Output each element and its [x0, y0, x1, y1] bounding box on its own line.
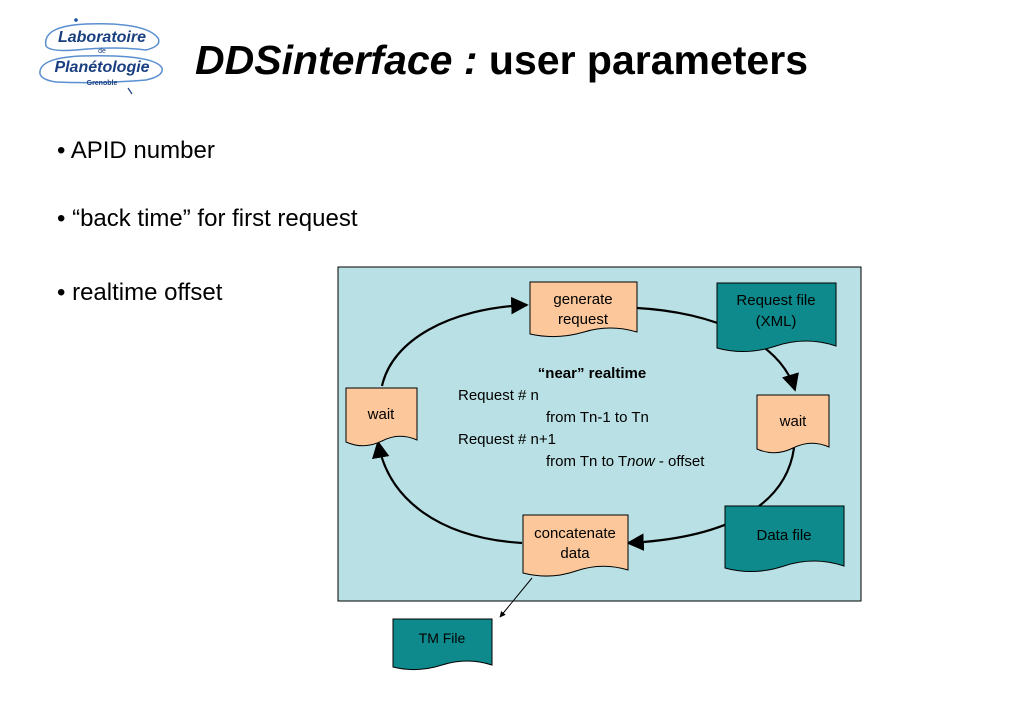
process-concatenate-data: concatenate data [522, 514, 629, 577]
request-file-label-line1: Request file [736, 292, 815, 309]
laboratoire-planetologie-logo: Laboratoire de Planétologie Grenoble [39, 18, 163, 95]
concatenate-label-line2: data [560, 545, 590, 562]
page-title: DDSinterface : user parameters [195, 40, 808, 81]
center-line4-italic: now [627, 453, 656, 470]
logo-line-planetologie: Planétologie [54, 59, 149, 76]
logo-line-laboratoire: Laboratoire [58, 29, 146, 46]
center-line-from-tn1: from Tn-1 to Tn [546, 409, 649, 426]
concatenate-label-line1: concatenate [534, 525, 616, 542]
title-plain-part: user parameters [488, 37, 808, 83]
bullet-back-time: • “back time” for first request [57, 205, 358, 232]
center-line-request-n: Request # n [458, 387, 539, 404]
process-generate-request: generate request [529, 281, 638, 338]
bullet-realtime-offset: • realtime offset [57, 279, 223, 306]
arrow-to-tm-file [499, 577, 533, 618]
wait-left-label: wait [367, 406, 396, 423]
file-request-xml: Request file (XML) [716, 282, 837, 352]
generate-label-line2: request [558, 311, 609, 328]
generate-label-line1: generate [553, 291, 612, 308]
title-italic-part: DDSinterface : [195, 37, 478, 83]
process-wait-left: wait [345, 387, 418, 447]
arc-wait-left-to-generate [380, 296, 529, 387]
wait-right-label: wait [779, 413, 808, 430]
process-wait-right: wait [756, 394, 830, 454]
data-file-label: Data file [756, 527, 811, 544]
bullet-apid-number: • APID number [57, 137, 215, 164]
center-line-from-tn-now: from Tn to Tnow - offset [546, 453, 705, 470]
file-data: Data file [724, 505, 845, 572]
logo-line-grenoble: Grenoble [87, 80, 118, 87]
center-line4-prefix: from Tn to T [546, 453, 627, 470]
center-line4-suffix: - offset [655, 453, 706, 470]
center-heading: “near” realtime [538, 365, 646, 382]
arc-concatenate-to-wait-left [372, 440, 523, 545]
request-file-label-line2: (XML) [756, 313, 797, 330]
file-tm: TM File [392, 618, 493, 671]
center-line-request-n1: Request # n+1 [458, 431, 556, 448]
tm-file-label: TM File [419, 630, 466, 646]
logo-line-de: de [98, 48, 106, 55]
